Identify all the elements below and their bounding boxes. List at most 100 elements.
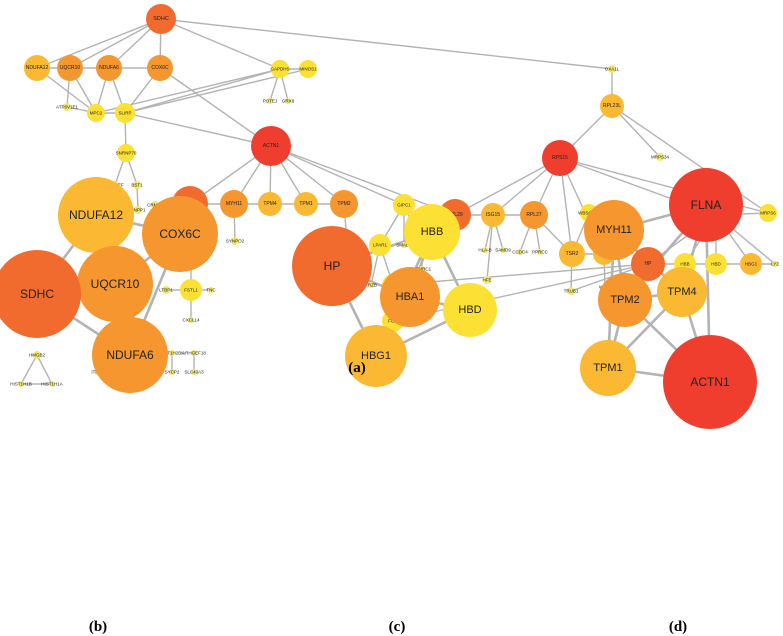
node-label: UQCR10 bbox=[60, 65, 81, 71]
node-circle bbox=[369, 234, 391, 256]
node-circle bbox=[584, 200, 644, 260]
node-a-rpl23l: RPL23L bbox=[600, 94, 624, 118]
node-circle bbox=[656, 153, 664, 161]
node-circle bbox=[92, 317, 168, 393]
node-circle bbox=[191, 369, 197, 375]
node-circle bbox=[481, 203, 505, 227]
node-label: HBA1 bbox=[396, 291, 425, 303]
node-label: POTEJ bbox=[263, 99, 278, 104]
panel-label-c: (c) bbox=[389, 619, 406, 635]
node-circle bbox=[0, 250, 81, 338]
node-a-ndufa12: NDUFA12 bbox=[24, 55, 50, 81]
node-circle bbox=[330, 190, 358, 218]
node-label: NDUFA6 bbox=[99, 65, 119, 71]
node-a-samd9: SAMD9 bbox=[495, 247, 511, 253]
node-circle bbox=[33, 351, 41, 359]
node-a-lpar1: LPAR1 bbox=[369, 234, 391, 256]
node-a-atp6v1e1: ATP6V1E1 bbox=[56, 103, 78, 111]
node-label: SDHC bbox=[153, 16, 169, 22]
node-label: RPL29 bbox=[447, 212, 463, 218]
node-c-hbb: HBB bbox=[404, 204, 460, 260]
node-a-hist1h2bk: HIST1H2BK bbox=[160, 350, 184, 356]
node-b-ndufa6: NDUFA6 bbox=[92, 317, 168, 393]
node-label: SLC43A3 bbox=[184, 370, 204, 375]
edge-a-sdhc-oxa1l bbox=[160, 18, 613, 70]
node-circle bbox=[520, 201, 548, 229]
node-label: RPS15 bbox=[552, 155, 568, 161]
node-label: HLA-B bbox=[478, 248, 491, 253]
node-label: LYZ bbox=[771, 262, 779, 267]
node-circle bbox=[147, 55, 173, 81]
node-a-smad5: SMAD5 bbox=[396, 242, 412, 248]
node-label: OXA1L bbox=[605, 67, 620, 72]
node-circle bbox=[24, 55, 50, 81]
node-label: TSR2 bbox=[566, 251, 579, 257]
node-b-uqcr10: UQCR10 bbox=[77, 246, 153, 322]
edge-a-hmgb2-hist1h1b bbox=[20, 354, 38, 385]
node-a-minos1: MINOS1 bbox=[299, 60, 317, 78]
panel-label-b: (b) bbox=[89, 619, 107, 635]
node-circle bbox=[608, 65, 616, 73]
edge-a-slirp-gapdhs bbox=[124, 68, 281, 114]
edge-a-sdhc-uqcr10 bbox=[69, 18, 162, 69]
node-d-actn1: ACTN1 bbox=[663, 335, 757, 429]
node-circle bbox=[482, 247, 488, 253]
node-label: HBD bbox=[458, 304, 481, 316]
node-label: WBSCR22 bbox=[578, 211, 600, 216]
node-label: SMAD5 bbox=[396, 243, 412, 248]
node-label: MINOS1 bbox=[299, 67, 317, 72]
node-circle bbox=[292, 226, 372, 306]
node-label: SYCP2 bbox=[165, 370, 180, 375]
node-circle bbox=[180, 279, 202, 301]
node-label: MYH11 bbox=[596, 224, 632, 236]
node-a-hbg1: HBG1 bbox=[740, 253, 762, 275]
node-circle bbox=[517, 249, 523, 255]
edge-a-hmgb2-hist1h1a bbox=[36, 354, 53, 385]
node-circle bbox=[580, 340, 636, 396]
node-d-tpm1: TPM1 bbox=[580, 340, 636, 396]
node-circle bbox=[191, 350, 197, 356]
node-c-hp: HP bbox=[292, 226, 372, 306]
node-circle bbox=[404, 204, 460, 260]
node-a-hist1h1b: HIST1H1B bbox=[10, 381, 32, 387]
node-label: MPC2 bbox=[90, 111, 103, 116]
node-circle bbox=[542, 140, 578, 176]
node-label: HMGB2 bbox=[29, 353, 46, 358]
node-circle bbox=[657, 267, 707, 317]
node-a-trub1: TRUB1 bbox=[564, 287, 579, 295]
node-circle bbox=[142, 196, 218, 272]
node-label: RPL23L bbox=[603, 103, 621, 109]
node-label: HIST1H1B bbox=[10, 382, 32, 387]
node-label: SLIRP bbox=[118, 111, 131, 116]
node-a-lyz: LYZ bbox=[771, 261, 779, 267]
node-label: HIST1H1A bbox=[41, 382, 63, 387]
node-a-tpm1: TPM1 bbox=[294, 192, 318, 216]
node-label: CTHRC1 bbox=[413, 267, 432, 272]
node-label: TPM2 bbox=[337, 201, 351, 207]
edge-a-bst1-enpp1 bbox=[136, 184, 139, 211]
node-label: MYH11 bbox=[226, 201, 243, 207]
node-label: HP bbox=[645, 261, 653, 267]
node-a-frzb: FRZB bbox=[365, 282, 377, 288]
node-label: GIPC1 bbox=[397, 203, 411, 208]
node-label: TPM4 bbox=[263, 201, 277, 207]
node-label: MRPS6 bbox=[760, 211, 776, 216]
node-label: HFE bbox=[483, 278, 492, 283]
edge-a-rpl23l-mrps6 bbox=[611, 105, 769, 214]
node-circle bbox=[258, 192, 282, 216]
node-a-mrps6: MRPS6 bbox=[759, 204, 777, 222]
node-label: CXCL14 bbox=[182, 318, 200, 323]
node-circle bbox=[267, 98, 273, 104]
node-label: MRPS34 bbox=[651, 155, 670, 160]
node-a-slc43a3: SLC43A3 bbox=[184, 369, 204, 375]
node-circle bbox=[401, 242, 407, 248]
node-a-gapdhs: GAPDHS bbox=[270, 60, 290, 78]
node-a-tpm4: TPM4 bbox=[258, 192, 282, 216]
node-label: TPM4 bbox=[667, 286, 696, 298]
node-a-tpm2: TPM2 bbox=[330, 190, 358, 218]
node-circle bbox=[162, 286, 170, 294]
node-circle bbox=[500, 247, 506, 253]
node-a-enpp1: ENPP1 bbox=[131, 206, 146, 214]
node-d-tpm4: TPM4 bbox=[657, 267, 707, 317]
node-circle bbox=[115, 103, 135, 123]
